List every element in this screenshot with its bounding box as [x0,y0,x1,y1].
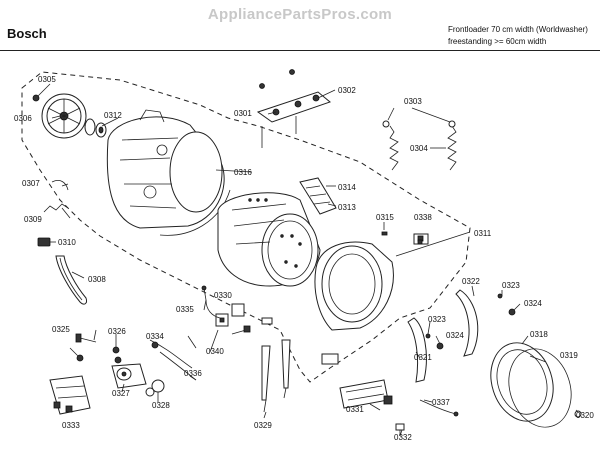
label-0312[interactable]: 0312 [104,111,122,120]
tub-gasket-ring [159,189,231,236]
outer-tub-rear-part[interactable] [106,109,225,229]
label-0307[interactable]: 0307 [22,179,40,188]
label-0340[interactable]: 0340 [206,347,224,356]
bearing-seal-part[interactable] [84,118,107,138]
label-0335[interactable]: 0335 [176,305,194,314]
assembly-boundary [21,71,471,383]
counterweight-bar-part[interactable] [256,91,332,123]
model-description-line-2: freestanding >= 60cm width [448,37,547,46]
label-0323-top[interactable]: 0323 [502,281,520,290]
label-0313[interactable]: 0313 [338,203,356,212]
suspension-spring-right[interactable] [447,120,457,171]
label-0305[interactable]: 0305 [38,75,56,84]
label-0306[interactable]: 0306 [14,114,32,123]
ntc-sensor-part[interactable] [419,399,457,415]
heater-element-part[interactable] [339,379,393,409]
label-0325[interactable]: 0325 [52,325,70,334]
fastener-part[interactable] [112,346,122,364]
hinge-screw-part[interactable] [497,293,503,299]
model-description: Frontloader 70 cm width (Worldwasher) fr… [448,24,588,48]
label-0318[interactable]: 0318 [530,330,548,339]
hinge-screw-part-2[interactable] [508,308,516,316]
bracket-part[interactable] [381,231,388,236]
label-0308[interactable]: 0308 [88,275,106,284]
part-labels: 0305 0306 0312 0307 0309 0310 0308 0301 … [14,75,594,442]
label-0302[interactable]: 0302 [338,86,356,95]
label-0328[interactable]: 0328 [152,401,170,410]
pulley-bolt-part[interactable] [32,94,40,102]
door-screw-part-2[interactable] [436,342,444,350]
label-0338[interactable]: 0338 [414,213,432,222]
door-glass-part[interactable] [499,341,581,436]
pump-cap-part[interactable] [145,379,165,397]
label-0332[interactable]: 0332 [394,433,412,442]
inner-drum-part[interactable] [217,192,321,287]
label-0322[interactable]: 0322 [462,277,480,286]
label-0301[interactable]: 0301 [234,109,252,118]
pulley-wheel-part[interactable] [41,93,87,139]
label-0333[interactable]: 0333 [62,421,80,430]
door-frame-part[interactable] [481,335,563,430]
label-0314[interactable]: 0314 [338,183,356,192]
header-divider [0,50,600,51]
label-0310[interactable]: 0310 [58,238,76,247]
sensor-cable-part[interactable] [51,180,69,191]
model-description-line-1: Frontloader 70 cm width (Worldwasher) [448,25,588,34]
drive-belt-part[interactable] [55,255,87,305]
screw-part[interactable] [75,333,97,343]
label-0330[interactable]: 0330 [214,291,232,300]
brand-title: Bosch [7,26,47,41]
connector-part[interactable] [37,237,51,247]
counterweight-bolts [259,69,297,148]
shock-absorber-part[interactable] [261,339,291,413]
site-watermark: AppliancePartsPros.com [207,6,393,23]
door-hinge-part[interactable] [455,289,479,357]
label-0303[interactable]: 0303 [404,97,422,106]
spring-clip-part[interactable] [43,203,69,213]
drain-pump-part[interactable] [111,363,147,389]
label-0334[interactable]: 0334 [146,332,164,341]
mounting-bolt-part[interactable] [231,317,273,335]
label-0304[interactable]: 0304 [410,144,428,153]
label-0324-top[interactable]: 0324 [524,299,542,308]
motor-bracket-part[interactable] [215,303,245,327]
door-ring-screw[interactable] [574,410,582,418]
label-0331[interactable]: 0331 [346,405,364,414]
label-0337[interactable]: 0337 [432,398,450,407]
door-screw-part[interactable] [425,333,431,339]
label-0321[interactable]: 0321 [414,353,432,362]
label-0329[interactable]: 0329 [254,421,272,430]
label-0323-mid[interactable]: 0323 [428,315,446,324]
motor-part[interactable] [49,375,91,415]
label-0327[interactable]: 0327 [112,389,130,398]
hose-clip-part[interactable] [417,239,423,245]
label-0320[interactable]: 0320 [576,411,594,420]
label-0315[interactable]: 0315 [376,213,394,222]
drum-lifter-part[interactable] [299,177,337,215]
label-0336[interactable]: 0336 [184,369,202,378]
label-0311[interactable]: 0311 [474,229,492,238]
label-0316[interactable]: 0316 [234,168,252,177]
label-0309[interactable]: 0309 [24,215,42,224]
label-0319[interactable]: 0319 [560,351,578,360]
label-0326[interactable]: 0326 [108,327,126,336]
clip-part[interactable] [69,347,84,362]
suspension-spring-left[interactable] [382,120,399,171]
leader-lines [37,83,579,437]
pressure-switch-part[interactable] [321,353,339,365]
door-handle-part[interactable] [407,317,427,383]
outer-tub-front-part[interactable] [314,241,394,331]
label-0324-mid[interactable]: 0324 [446,331,464,340]
